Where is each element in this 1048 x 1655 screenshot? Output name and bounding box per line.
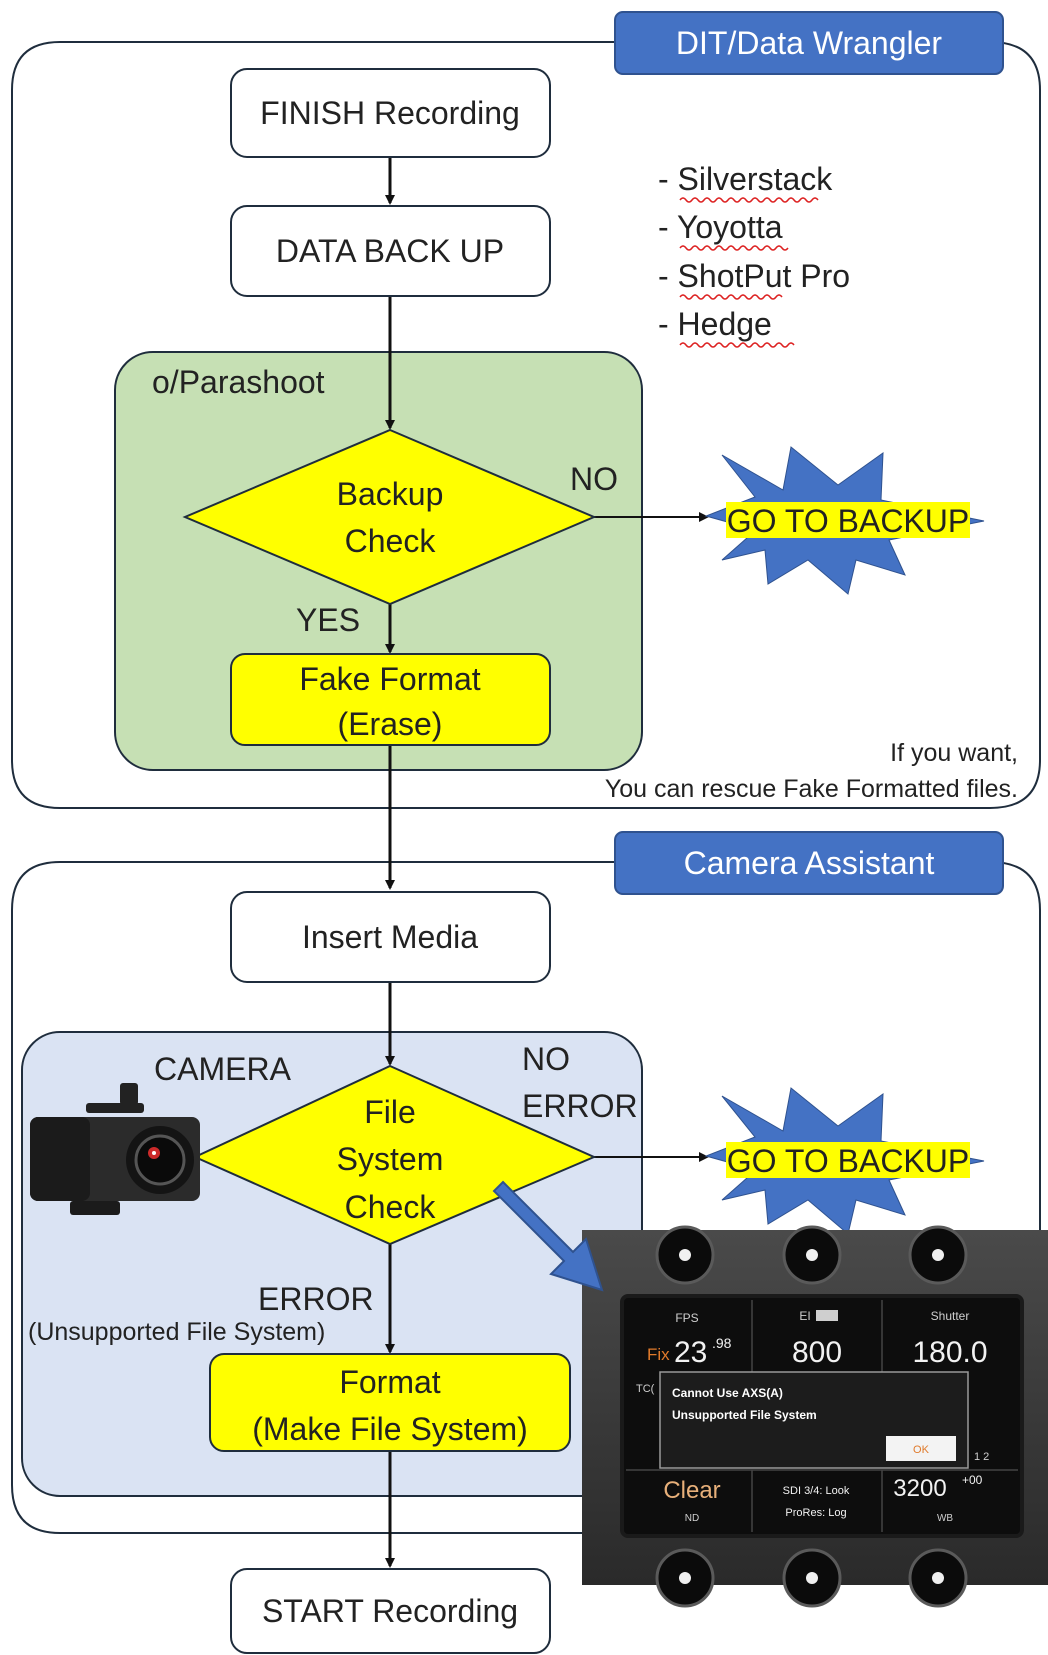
fs-no-label: NO: [522, 1041, 570, 1077]
svg-text:File: File: [364, 1094, 416, 1130]
svg-text:Check: Check: [345, 1189, 437, 1225]
svg-text:Backup: Backup: [337, 476, 444, 512]
camera-section-tab: Camera Assistant: [614, 831, 1004, 895]
svg-text:ND: ND: [685, 1513, 699, 1524]
svg-text:FPS: FPS: [675, 1311, 698, 1325]
connectors: [385, 157, 709, 1568]
svg-text:Insert Media: Insert Media: [302, 919, 478, 955]
svg-text:DIT/Data Wrangler: DIT/Data Wrangler: [676, 25, 943, 61]
svg-text:Cannot Use AXS(A): Cannot Use AXS(A): [672, 1386, 783, 1400]
rescue-note-line1: If you want,: [890, 739, 1018, 767]
svg-text:DATA BACK UP: DATA BACK UP: [276, 233, 504, 269]
svg-text:System: System: [337, 1141, 444, 1177]
camera-label: CAMERA: [154, 1051, 292, 1087]
go-to-backup-alert-1: GO TO BACKUP: [704, 446, 985, 595]
file-system-check-decision: File System Check: [192, 1064, 597, 1246]
svg-text:+00: +00: [962, 1473, 983, 1487]
backup-no-label: NO: [570, 461, 618, 497]
svg-text:SDI 3/4: Look: SDI 3/4: Look: [783, 1485, 850, 1497]
svg-text:OK: OK: [913, 1444, 930, 1456]
backup-yes-label: YES: [296, 602, 360, 638]
data-backup-step: DATA BACK UP: [230, 205, 551, 297]
svg-text:GO TO BACKUP: GO TO BACKUP: [727, 1143, 969, 1179]
svg-text:1 2: 1 2: [974, 1451, 989, 1463]
svg-text:(Erase): (Erase): [338, 706, 443, 742]
fs-error-detail: (Unsupported File System): [28, 1318, 325, 1346]
svg-text:EI: EI: [799, 1309, 810, 1323]
camera-section-border: [11, 861, 1041, 1534]
tools-list: - Silverstack - Yoyotta - ShotPut Pro - …: [658, 161, 850, 348]
svg-text:3200: 3200: [893, 1475, 946, 1502]
dit-section-tab: DIT/Data Wrangler: [614, 11, 1004, 75]
svg-text:(Make File System): (Make File System): [252, 1411, 528, 1447]
svg-text:ProRes: Log: ProRes: Log: [785, 1507, 846, 1519]
dit-section-border: [11, 41, 1041, 809]
svg-text:Clear: Clear: [663, 1477, 720, 1504]
pointer-arrow: [492, 1180, 604, 1292]
svg-text:TC(: TC(: [636, 1383, 655, 1395]
fake-format-step: Fake Format (Erase): [230, 653, 551, 746]
fs-error-none-label: ERROR: [522, 1088, 638, 1124]
svg-text:FINISH Recording: FINISH Recording: [260, 95, 520, 131]
svg-text:Camera Assistant: Camera Assistant: [684, 845, 935, 881]
svg-text:WB: WB: [937, 1513, 953, 1524]
svg-text:23: 23: [674, 1336, 707, 1369]
svg-text:180.0: 180.0: [912, 1336, 987, 1369]
svg-text:800: 800: [792, 1336, 842, 1369]
fs-error-label: ERROR: [258, 1281, 374, 1317]
parashoot-label: o/Parashoot: [152, 364, 325, 400]
tool-item: - ShotPut Pro: [658, 258, 850, 294]
insert-media-step: Insert Media: [230, 891, 551, 983]
start-recording-step: START Recording: [230, 1568, 551, 1654]
svg-text:GO TO BACKUP: GO TO BACKUP: [727, 503, 969, 539]
camera-screen-photo: FPS Fix 23 .98 EI 800 Shutter 180.0 TC( …: [582, 1225, 1048, 1608]
svg-text:START Recording: START Recording: [262, 1593, 518, 1629]
svg-text:Fix: Fix: [647, 1345, 670, 1364]
svg-text:Shutter: Shutter: [931, 1309, 970, 1323]
svg-text:Fake Format: Fake Format: [299, 661, 480, 697]
rescue-note-line2: You can rescue Fake Formatted files.: [605, 775, 1018, 803]
tool-item: - Silverstack: [658, 161, 833, 197]
svg-text:.98: .98: [712, 1335, 732, 1351]
format-step: Format (Make File System): [209, 1353, 571, 1452]
go-to-backup-alert-2: GO TO BACKUP: [704, 1087, 985, 1235]
backup-check-decision: Backup Check: [182, 428, 597, 606]
svg-text:Format: Format: [339, 1364, 440, 1400]
svg-text:Check: Check: [345, 523, 437, 559]
cinema-camera-icon: [30, 1083, 200, 1215]
tool-item: - Yoyotta: [658, 209, 783, 245]
svg-text:Unsupported File System: Unsupported File System: [672, 1408, 817, 1422]
finish-recording-step: FINISH Recording: [230, 68, 551, 158]
tool-item: - Hedge: [658, 306, 772, 342]
